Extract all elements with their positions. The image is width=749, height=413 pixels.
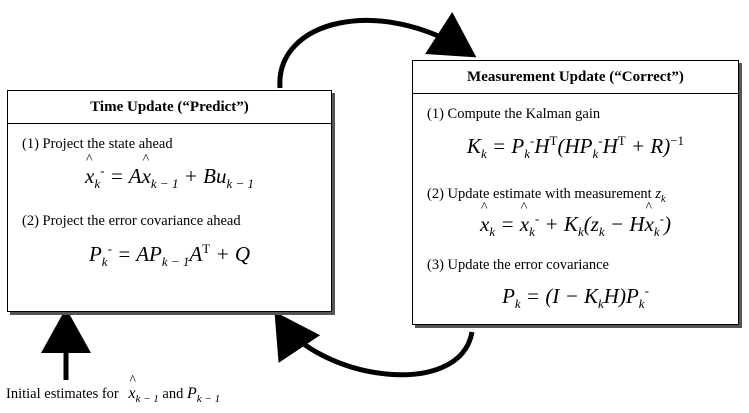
measurement-update-divider [413, 93, 738, 94]
measurement-update-step-2-text: (2) Update estimate with measurement [427, 186, 652, 202]
time-update-step-2: (2) Project the error covariance ahead [22, 213, 241, 229]
time-update-step-1: (1) Project the state ahead [22, 136, 173, 152]
initial-estimates-and: and [162, 386, 184, 402]
correct-to-predict-arrow [274, 311, 475, 378]
initial-estimates-label: Initial estimates for xk − 1 and Pk − 1 [6, 373, 220, 405]
time-update-title: Time Update (“Predict”) [90, 99, 249, 115]
initial-estimates-prefix: Initial estimates for [6, 386, 119, 402]
measurement-update-step-2: (2) Update estimate with measurement zk [427, 186, 666, 205]
measurement-update-step-1: (1) Compute the Kalman gain [427, 106, 601, 122]
state-projection-equation: xk- = Axk − 1 + Buk − 1 [8, 152, 331, 192]
covariance-projection-equation: Pk- = APk − 1AT + Q [88, 241, 251, 270]
measurement-update-title: Measurement Update (“Correct”) [467, 69, 684, 85]
covariance-update-equation: Pk = (I − KkH)Pk- [502, 283, 649, 312]
measurement-update-box: Measurement Update (“Correct”) (1) Compu… [412, 60, 739, 325]
measurement-update-step-3: (3) Update the error covariance [427, 257, 609, 273]
time-update-box: Time Update (“Predict”) (1) Project the … [7, 90, 332, 312]
estimate-update-equation: xk = xk- + Kk(zk − Hxk-) [413, 200, 738, 240]
predict-to-correct-arrow [277, 12, 477, 89]
kalman-gain-equation: Kk = Pk-HT(HPk-HT + R)−1 [466, 133, 685, 162]
time-update-divider [8, 123, 331, 124]
